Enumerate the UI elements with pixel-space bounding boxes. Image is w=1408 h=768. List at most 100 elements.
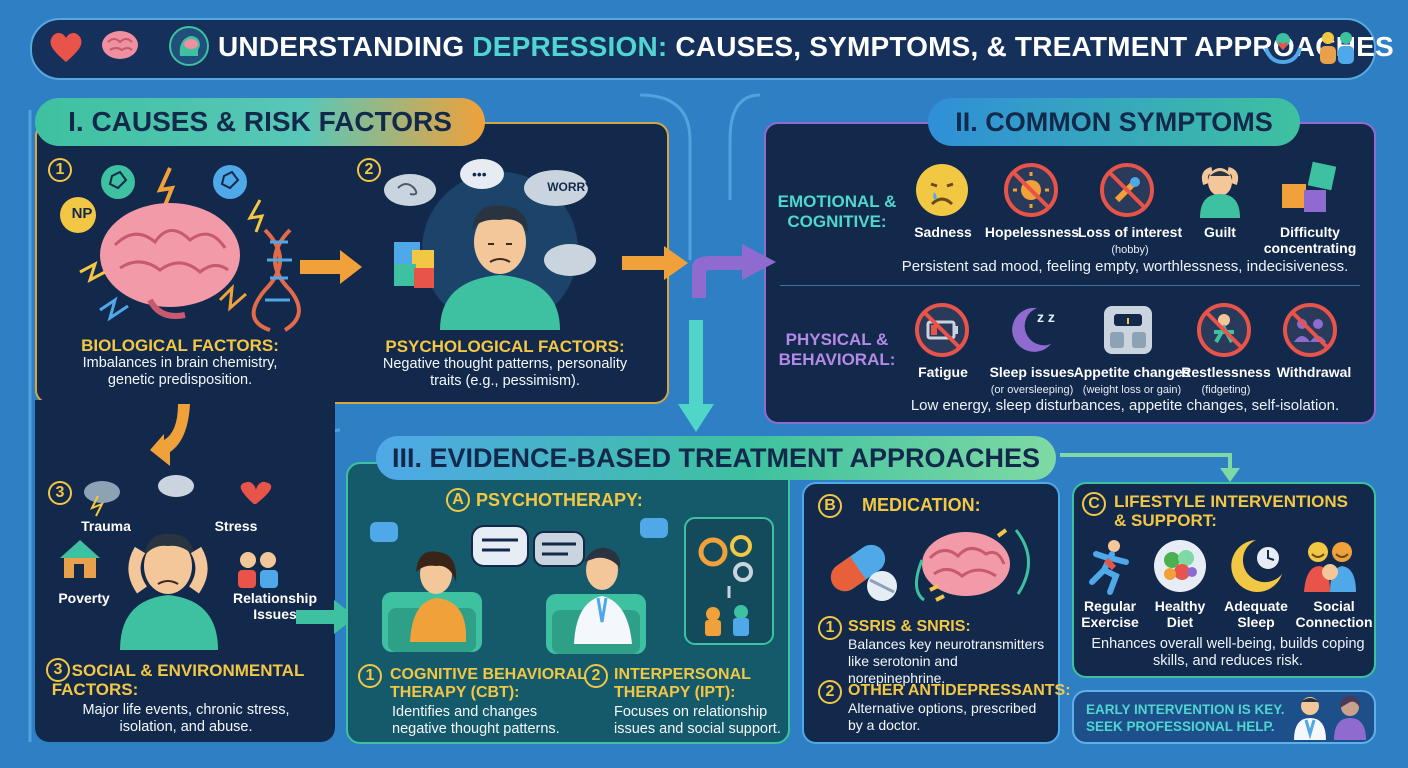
brain-icon — [100, 28, 140, 69]
social-title-2: FACTORS: — [51, 680, 139, 699]
psych-title: PSYCHOLOGICAL FACTORS: — [385, 337, 625, 356]
people-group-icon — [1316, 28, 1358, 71]
lifestyle-letter: C — [1082, 492, 1106, 516]
worry-label: WORRY — [547, 180, 593, 194]
ipt-title-2: THERAPY (IPT): — [614, 684, 736, 701]
medication-panel — [802, 482, 1060, 744]
svg-text:z z: z z — [1037, 309, 1055, 325]
arrow-right-icon — [300, 250, 362, 289]
other-desc: Alternative options, prescribed by a doc… — [848, 700, 1037, 733]
page-title: UNDERSTANDING DEPRESSION: CAUSES, SYMPTO… — [218, 31, 1394, 63]
symptoms-header: II. COMMON SYMPTOMS — [928, 98, 1300, 146]
title-highlight: DEPRESSION: — [472, 31, 668, 62]
sadness-label: Sadness — [914, 224, 972, 240]
ipt-number: 2 — [584, 664, 608, 688]
low-battery-icon — [914, 302, 970, 363]
svg-text:•••: ••• — [472, 166, 487, 182]
moon-clock-icon — [1228, 536, 1286, 599]
difficulty-concentrating-label: Difficulty concentrating — [1263, 224, 1357, 256]
runner-icon — [1082, 538, 1136, 599]
bio-number: 1 — [48, 158, 72, 182]
lifestyle-title-2: & SUPPORT: — [1114, 511, 1217, 530]
social-number: 3 — [46, 658, 70, 682]
footer-line-1: EARLY INTERVENTION IS KEY. — [1086, 702, 1285, 717]
pills-brain-illustration — [826, 520, 1046, 615]
ipt-title-1: INTERPERSONAL — [614, 666, 751, 683]
social-connection-label: Social Connection — [1295, 598, 1373, 630]
bio-title: BIOLOGICAL FACTORS: — [81, 336, 279, 355]
emotional-label: EMOTIONAL & COGNITIVE: — [777, 192, 897, 231]
restlessness-label: Restlessness(fidgeting) — [1181, 364, 1271, 396]
head-brain-icon — [168, 26, 210, 71]
arrow-from-causes-icon — [680, 238, 776, 303]
scale-icon — [1100, 302, 1156, 363]
arrow-right-icon — [622, 246, 688, 285]
stressed-person-illustration — [58, 470, 308, 655]
therapy-session-illustration — [370, 512, 670, 663]
arrow-down-icon — [676, 320, 716, 437]
causes-header: I. CAUSES & RISK FACTORS — [35, 98, 485, 146]
heart-icon — [48, 30, 84, 69]
social-group-icon — [1300, 538, 1360, 599]
restlessness-icon — [1196, 302, 1252, 363]
treatment-header: III. EVIDENCE-BASED TREATMENT APPROACHES — [376, 436, 1056, 480]
cbt-number: 1 — [358, 664, 382, 688]
ssri-number: 1 — [818, 616, 842, 640]
withdrawal-label: Withdrawal — [1276, 364, 1352, 380]
social-title-1: SOCIAL & ENVIRONMENTAL — [71, 661, 305, 680]
stress-label: Stress — [214, 518, 258, 534]
np-label: NP — [71, 205, 93, 222]
guilt-label: Guilt — [1204, 224, 1236, 240]
salad-bowl-icon — [1152, 538, 1208, 599]
title-part3: CAUSES, SYMPTOMS, & TREATMENT APPROACHES — [667, 31, 1394, 62]
sad-face-icon — [914, 162, 970, 223]
treatment-header-text: III. EVIDENCE-BASED TREATMENT APPROACHES — [391, 442, 1041, 473]
physical-summary: Low energy, sleep disturbances, appetite… — [910, 397, 1340, 414]
emotional-summary: Persistent sad mood, feeling empty, wort… — [901, 258, 1349, 275]
arrow-right-icon — [296, 600, 356, 639]
title-part1: UNDERSTANDING — [218, 31, 473, 62]
other-title: OTHER ANTIDEPRESSANTS: — [848, 682, 1071, 699]
psychotherapy-letter: A — [446, 488, 470, 512]
diet-label: Healthy Diet — [1154, 598, 1206, 630]
guilt-icon — [1192, 162, 1248, 223]
brain-dna-illustration — [60, 160, 310, 335]
medication-letter: B — [818, 494, 842, 518]
cbt-desc: Identifies and changes negative thought … — [392, 704, 560, 737]
title-bar — [30, 18, 1376, 80]
support-person-icon — [1330, 694, 1370, 745]
medication-title: MEDICATION: — [862, 495, 981, 515]
hopelessness-label: Hopelessness — [984, 224, 1080, 240]
sleep-label: Adequate Sleep — [1224, 598, 1288, 630]
appetite-changes-label: Appetite changes(weight loss or gain) — [1073, 364, 1191, 396]
loss-of-interest-label: Loss of interest(hobby) — [1077, 224, 1183, 256]
social-desc: Major life events, chronic stress, isola… — [82, 702, 290, 735]
puzzle-icon — [1280, 160, 1340, 223]
symptoms-panel — [764, 122, 1376, 424]
physical-label: PHYSICAL & BEHAVIORAL: — [778, 330, 896, 369]
worried-person-illustration: ••• — [380, 150, 620, 335]
social-number-top: 3 — [48, 481, 72, 505]
bio-desc: Imbalances in brain chemistry, genetic p… — [82, 355, 278, 388]
lifestyle-title-1: LIFESTYLE INTERVENTIONS — [1114, 492, 1348, 511]
arrow-down-icon — [148, 404, 192, 471]
ssri-desc: Balances key neurotransmitters like sero… — [848, 636, 1045, 686]
hopelessness-icon — [1003, 162, 1059, 223]
doctor-icon — [1290, 694, 1330, 745]
psychotherapy-title: PSYCHOTHERAPY: — [476, 490, 643, 510]
cbt-title-1: COGNITIVE BEHAVIORAL — [390, 666, 588, 683]
cbt-diagram-icon — [683, 516, 775, 651]
cbt-title-2: THERAPY (CBT): — [390, 684, 520, 701]
loss-of-interest-icon — [1099, 162, 1155, 223]
relationship-label: Relationship Issues — [232, 590, 317, 622]
hands-heart-icon — [1262, 28, 1304, 71]
withdrawal-icon — [1282, 302, 1338, 363]
moon-sleep-icon: z z — [1003, 300, 1063, 363]
exercise-label: Regular Exercise — [1081, 598, 1139, 630]
psych-number: 2 — [357, 158, 381, 182]
causes-header-text: I. CAUSES & RISK FACTORS — [68, 106, 452, 137]
trauma-label: Trauma — [81, 518, 131, 534]
ipt-desc: Focuses on relationship issues and socia… — [614, 704, 781, 737]
footer-line-2: SEEK PROFESSIONAL HELP. — [1086, 719, 1275, 734]
poverty-label: Poverty — [58, 590, 110, 606]
